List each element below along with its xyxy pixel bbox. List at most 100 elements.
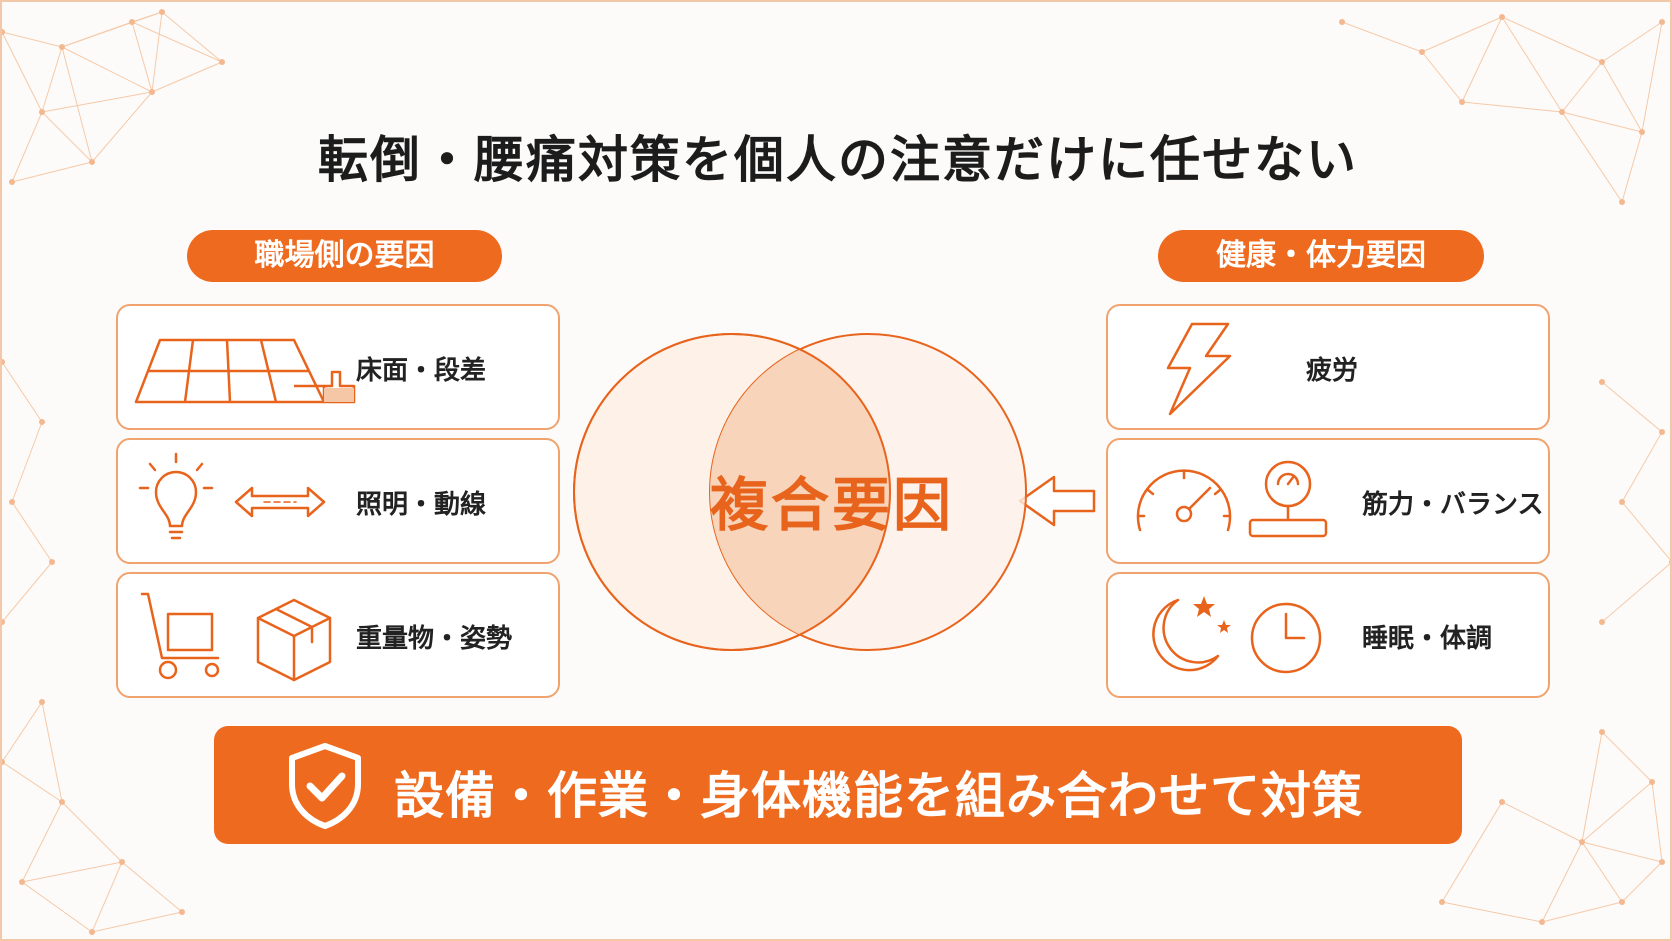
network-node [1499, 14, 1505, 20]
network-line [1561, 111, 1623, 203]
network-line [1581, 781, 1653, 843]
network-line [1581, 841, 1623, 903]
network-node [179, 909, 185, 915]
network-line [1421, 51, 1463, 103]
page-title: 転倒・腰痛対策を個人の注意だけに任せない [318, 131, 1358, 189]
network-node [1439, 899, 1445, 905]
network-node [1619, 499, 1625, 505]
network-line [161, 11, 223, 63]
factor-card-lighting: 照明・動線 [116, 438, 560, 564]
network-node [1579, 839, 1585, 845]
conclusion-banner: 設備・作業・身体機能を組み合わせて対策 [214, 726, 1462, 844]
network-node [119, 859, 125, 865]
network-line [1641, 21, 1663, 133]
network-node [9, 179, 15, 185]
network-line [1601, 381, 1663, 433]
network-line [1441, 801, 1503, 903]
network-node [39, 109, 45, 115]
venn-intersection [710, 334, 890, 650]
network-line [2, 31, 43, 113]
left-group-header: 職場側の要因 [187, 230, 502, 282]
network-line [1461, 16, 1503, 103]
network-line [91, 91, 153, 163]
network-line [1601, 21, 1663, 63]
network-line [1621, 861, 1663, 903]
network-line [1541, 901, 1623, 923]
network-line [61, 46, 153, 93]
network-line [21, 861, 123, 883]
venn-diagram [573, 333, 1027, 651]
network-node [39, 699, 45, 705]
center-label: 複合要因 [709, 471, 954, 539]
network-node [1619, 899, 1625, 905]
network-line [1561, 111, 1643, 133]
network-line [1601, 61, 1643, 133]
factor-label-strength: 筋力・バランス [1362, 490, 1544, 520]
network-line [151, 61, 223, 93]
network-line [121, 861, 183, 913]
network-line [1601, 563, 1670, 623]
arrow-left-icon [1018, 475, 1096, 527]
network-line [1501, 16, 1563, 113]
network-node [1599, 619, 1605, 625]
network-node [1499, 799, 1505, 805]
network-node [1419, 49, 1425, 55]
network-line [11, 501, 53, 563]
hand-truck-box-icon [140, 592, 332, 682]
network-node [2, 759, 5, 765]
network-node [2, 619, 5, 625]
network-line [1581, 731, 1603, 843]
network-line [131, 21, 223, 63]
network-line [41, 46, 63, 113]
network-node [1619, 199, 1625, 205]
network-node [159, 9, 165, 15]
network-line [91, 861, 123, 933]
lightbulb-arrow-icon [138, 452, 326, 540]
network-node [1339, 19, 1345, 25]
network-node [1599, 729, 1605, 735]
network-line [131, 21, 153, 93]
network-node [2, 29, 5, 35]
network-node [1559, 109, 1565, 115]
network-line [2, 31, 63, 48]
network-node [39, 419, 45, 425]
network-node [59, 44, 65, 50]
network-node [89, 159, 95, 165]
network-line [2, 761, 63, 803]
factor-label-lighting: 照明・動線 [356, 490, 487, 520]
network-node [1659, 19, 1665, 25]
network-line [1621, 131, 1643, 203]
network-line [2, 701, 43, 763]
network-node [1599, 59, 1605, 65]
factor-label-heavy: 重量物・姿勢 [356, 624, 513, 654]
network-line [11, 111, 43, 183]
network-line [21, 881, 93, 933]
factor-label-sleep: 睡眠・体調 [1362, 624, 1493, 654]
network-line [131, 11, 163, 23]
network-node [1459, 99, 1465, 105]
network-node [89, 929, 95, 935]
lightning-bolt-icon [1166, 322, 1232, 416]
network-line [1621, 431, 1663, 503]
network-line [1341, 21, 1423, 53]
network-line [1601, 731, 1653, 783]
factor-card-fatigue: 疲労 [1106, 304, 1550, 430]
network-line [2, 361, 43, 423]
network-node [1659, 429, 1665, 435]
factor-label-floor: 床面・段差 [356, 356, 487, 386]
factor-card-strength: 筋力・バランス [1106, 438, 1550, 564]
network-line [1441, 901, 1543, 923]
factor-card-heavy: 重量物・姿勢 [116, 572, 560, 698]
network-line [1501, 801, 1583, 843]
network-line [1561, 61, 1603, 113]
network-node [129, 19, 135, 25]
network-node [1639, 129, 1645, 135]
network-line [2, 561, 53, 623]
network-node [219, 59, 225, 65]
network-node [1669, 559, 1670, 565]
factor-card-floor: 床面・段差 [116, 304, 560, 430]
factor-card-sleep: 睡眠・体調 [1106, 572, 1550, 698]
network-node [1649, 779, 1655, 785]
